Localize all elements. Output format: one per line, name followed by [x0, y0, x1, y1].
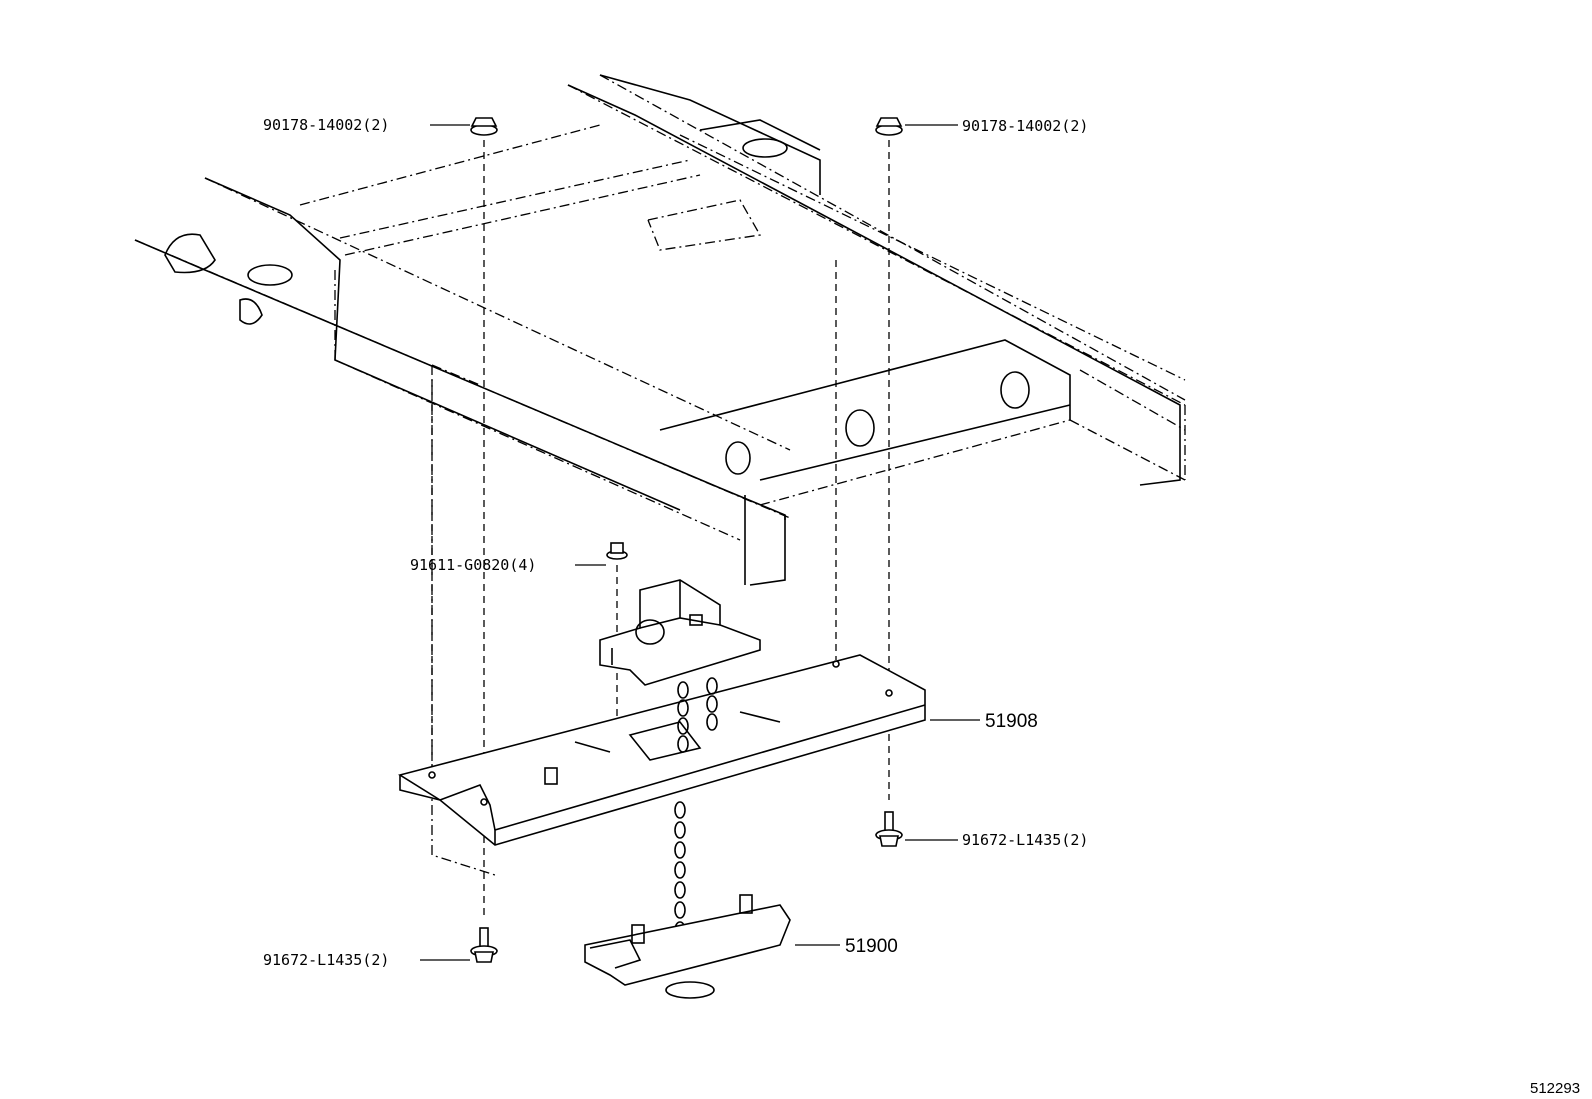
part-label-bolt-bottom-right: 91672-L1435(2)	[962, 831, 1088, 849]
part-label-carrier-plate: 51908	[985, 711, 1038, 732]
part-label-bolt-top-left: 90178-14002(2)	[263, 116, 389, 134]
part-labels: 90178-14002(2) 90178-14002(2) 91611-G082…	[263, 116, 1088, 969]
leader-lines	[420, 124, 980, 961]
bolt-icon	[470, 117, 498, 136]
winch-and-chain	[599, 579, 761, 939]
part-label-screw-center: 91611-G0820(4)	[410, 556, 536, 574]
hanger-assembly-51900	[584, 894, 791, 999]
part-label-bolt-bottom-left: 91672-L1435(2)	[263, 951, 389, 969]
bolt-icon	[875, 811, 903, 847]
figure-number: 512293	[1530, 1080, 1580, 1097]
part-label-hanger-assembly: 51900	[845, 936, 898, 957]
bolt-icon	[470, 927, 498, 963]
screw-icon	[606, 542, 628, 560]
frame-rails	[134, 74, 1181, 586]
part-label-bolt-top-right: 90178-14002(2)	[962, 117, 1088, 135]
carrier-plate-51908	[398, 654, 926, 846]
bolt-icon	[875, 117, 903, 136]
fasteners	[470, 117, 903, 963]
